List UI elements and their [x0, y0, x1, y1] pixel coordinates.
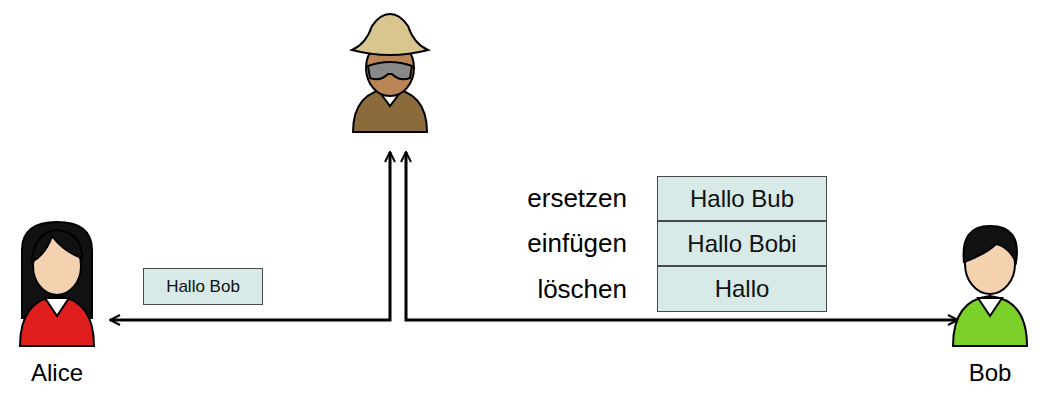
operation-label: löschen [537, 274, 627, 305]
message-text: Hallo Bob [166, 277, 240, 297]
message-text: Hallo [715, 275, 770, 303]
message-box: Hallo Bobi [657, 221, 827, 266]
alice-figure [20, 222, 94, 346]
channel-wire [110, 152, 390, 320]
operation-label: ersetzen [527, 183, 627, 214]
channel-wire [406, 152, 958, 320]
message-box: Hallo [657, 266, 827, 312]
message-box: Hallo Bob [143, 268, 263, 305]
operation-label: einfügen [527, 228, 627, 259]
message-box: Hallo Bub [657, 176, 827, 221]
person-name: Alice [31, 359, 83, 387]
message-text: Hallo Bub [690, 185, 794, 213]
bob-figure [953, 226, 1027, 346]
message-text: Hallo Bobi [687, 230, 796, 258]
person-name: Bob [969, 359, 1012, 387]
attacker-figure [352, 14, 428, 132]
